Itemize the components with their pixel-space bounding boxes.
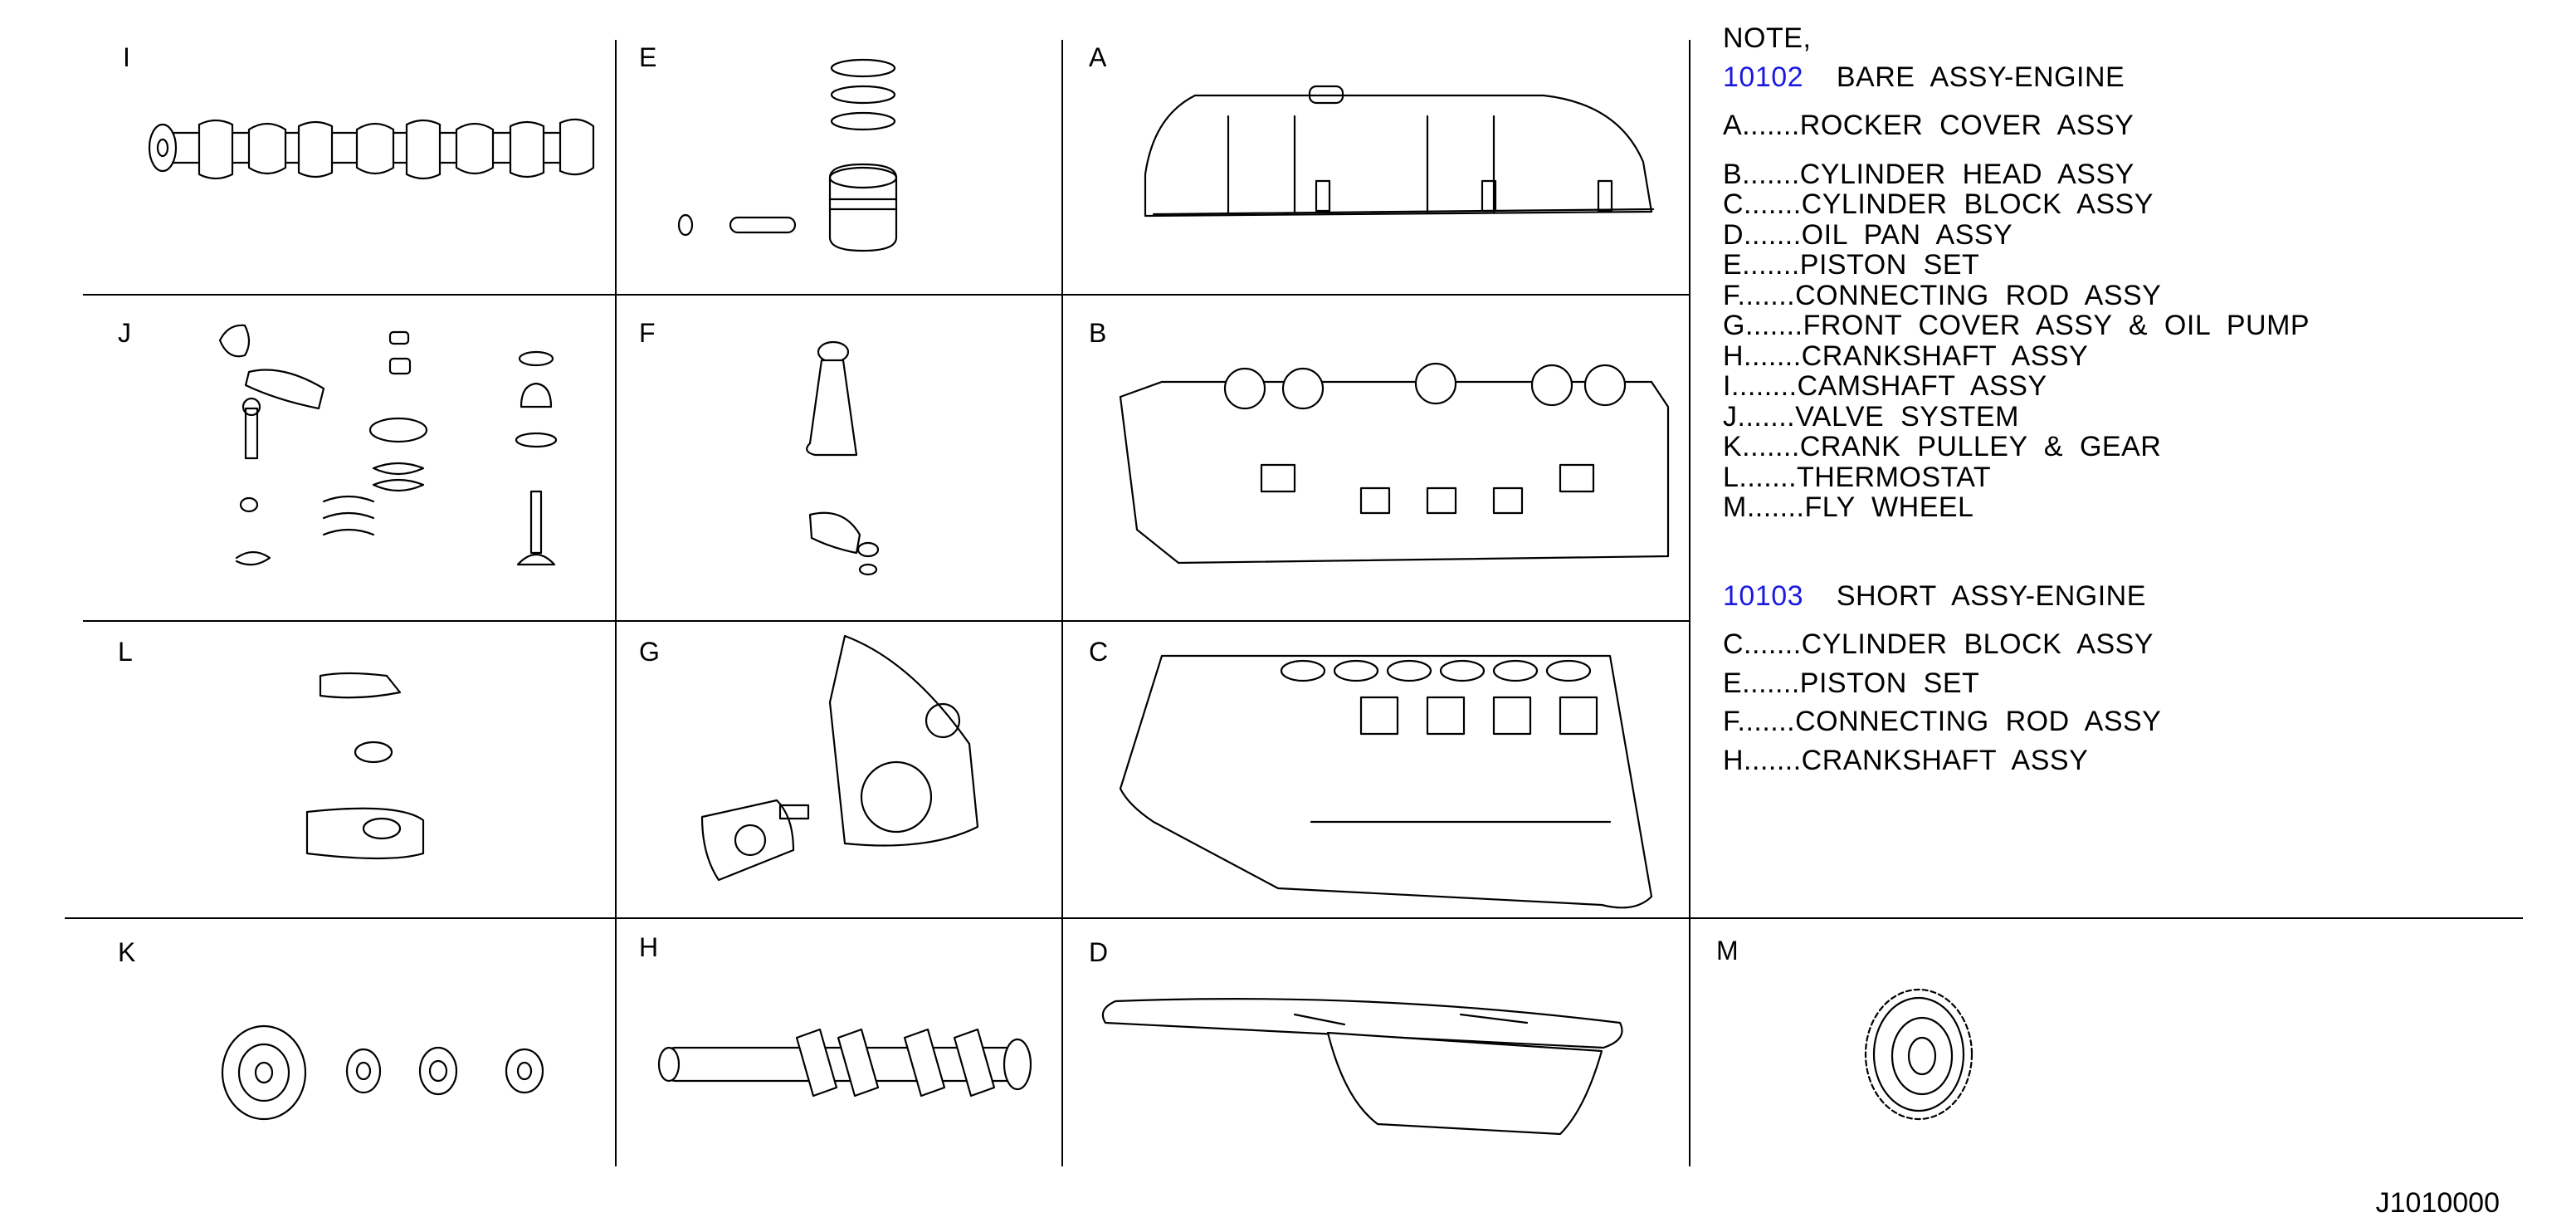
group1-item-d: D.......OIL PAN ASSY	[1723, 218, 2013, 251]
group1-item-i: I........CAMSHAFT ASSY	[1723, 370, 2047, 402]
panel-label-f: F	[639, 318, 656, 348]
group2-title: SHORT ASSY-ENGINE	[1836, 579, 2146, 612]
rocker-cover-drawing	[1144, 85, 1655, 218]
group1-item-b: B.......CYLINDER HEAD ASSY	[1723, 158, 2134, 190]
group1-item-g: G.......FRONT COVER ASSY & OIL PUMP	[1723, 310, 2310, 341]
group2-item-c: C.......CYLINDER BLOCK ASSY	[1723, 628, 2154, 660]
group1-item-m: M.......FLY WHEEL	[1723, 491, 1974, 523]
oil-pan-drawing	[1101, 998, 1623, 1136]
group2-heading: 10103 SHORT ASSY-ENGINE	[1723, 579, 2553, 612]
panel-label-d: D	[1089, 937, 1108, 967]
cylinder-head-drawing	[1119, 362, 1670, 565]
group2-item-h: H.......CRANKSHAFT ASSY	[1723, 744, 2089, 776]
fly-wheel-drawing	[1864, 988, 1973, 1121]
notes-header: NOTE,	[1723, 22, 1812, 54]
panel-label-g: G	[639, 637, 660, 667]
group1-code: 10102	[1723, 61, 1804, 93]
front-cover-drawing	[700, 634, 979, 882]
connecting-rod-drawing	[806, 340, 880, 576]
group2-item-e: E.......PISTON SET	[1723, 667, 1980, 699]
group1-item-a: A.......ROCKER COVER ASSY	[1723, 110, 2134, 141]
group1-item-j: J.......VALVE SYSTEM	[1723, 400, 2019, 433]
thermostat-drawing	[305, 672, 425, 860]
panel-label-j: J	[118, 318, 131, 348]
cylinder-block-drawing	[1119, 654, 1653, 909]
panel-label-a: A	[1089, 42, 1107, 72]
group2-item-f: F.......CONNECTING ROD ASSY	[1723, 706, 2162, 737]
group1-title: BARE ASSY-ENGINE	[1836, 61, 2125, 93]
group2-code: 10103	[1723, 579, 1804, 612]
group1-item-k: K.......CRANK PULLEY & GEAR	[1723, 431, 2162, 462]
panel-label-m: M	[1716, 936, 1739, 966]
crankshaft-drawing	[657, 1028, 1032, 1098]
camshaft-drawing	[148, 118, 595, 180]
group1-item-l: L.......THERMOSTAT	[1723, 461, 1992, 493]
panel-label-b: B	[1089, 318, 1106, 348]
panel-label-h: H	[639, 932, 658, 962]
piston-set-drawing	[677, 58, 898, 252]
notes-panel: NOTE, 10102 BARE ASSY-ENGINE A.......ROC…	[1723, 23, 2553, 775]
group1-heading: 10102 BARE ASSY-ENGINE	[1723, 61, 2553, 93]
panel-label-i: I	[123, 42, 130, 72]
reference-code: J1010000	[2375, 1187, 2500, 1219]
group1-item-f: F.......CONNECTING ROD ASSY	[1723, 279, 2162, 311]
cam-towers	[1223, 362, 1627, 410]
panel-label-k: K	[118, 937, 135, 967]
crank-pulley-drawing	[221, 1024, 544, 1121]
valve-system-drawing	[218, 324, 558, 566]
panel-label-c: C	[1089, 637, 1108, 667]
group1-item-c: C.......CYLINDER BLOCK ASSY	[1723, 188, 2154, 220]
panel-label-e: E	[639, 42, 656, 72]
group1-item-e: E.......PISTON SET	[1723, 249, 1980, 281]
grid-lines	[65, 40, 2523, 1166]
group1-item-h: H.......CRANKSHAFT ASSY	[1723, 340, 2089, 372]
panel-label-l: L	[118, 637, 133, 667]
